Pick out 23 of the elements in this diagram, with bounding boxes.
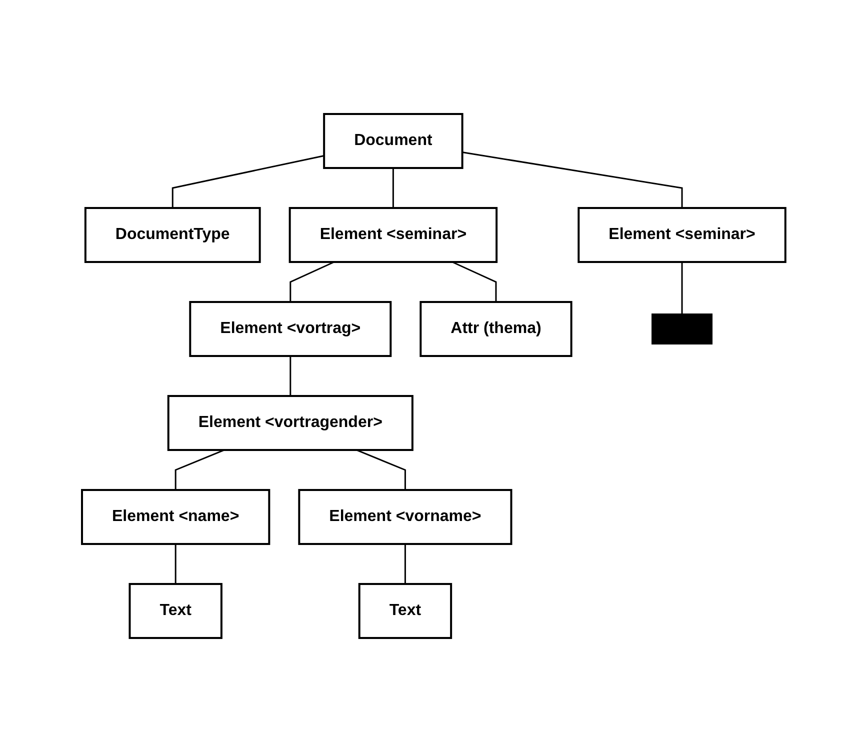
connector <box>289 260 334 302</box>
connector <box>392 168 394 208</box>
node-box: Element <vortrag> <box>188 300 392 356</box>
node-box: Element <seminar> <box>288 206 498 262</box>
connector <box>452 260 497 302</box>
connector <box>356 448 406 490</box>
node-box: DocumentType <box>84 206 261 262</box>
node-box: Text <box>358 582 452 638</box>
connector <box>404 543 406 584</box>
node-box: Element <vortragender> <box>167 394 414 450</box>
node-box: Attr (thema) <box>419 300 572 356</box>
node-box: Document <box>322 112 464 168</box>
connector <box>174 448 225 490</box>
node-box: Element <vorname> <box>298 488 512 544</box>
node-box: Element <name> <box>80 488 270 544</box>
connector <box>681 262 683 314</box>
node-box: Text <box>128 582 222 638</box>
connector <box>172 154 324 208</box>
connector <box>462 151 683 208</box>
connector <box>289 356 291 396</box>
node-box: Element <seminar> <box>577 206 786 262</box>
node-box <box>651 313 712 344</box>
connector <box>174 543 176 584</box>
